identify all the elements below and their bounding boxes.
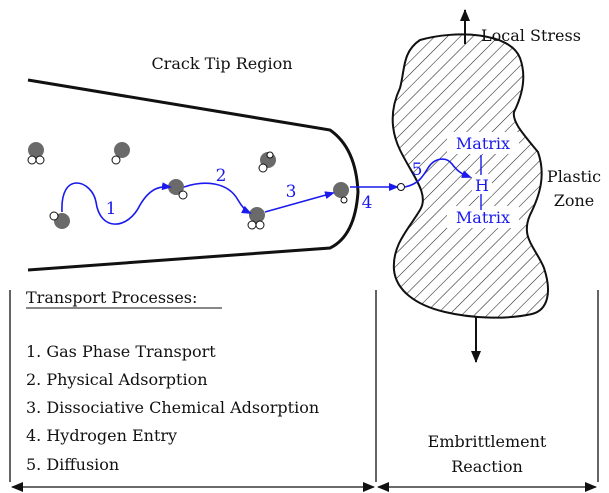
reaction-label-line2: Reaction — [451, 457, 523, 476]
process-item-1: 1. Gas Phase Transport — [26, 342, 216, 361]
plastic-label-line2: Zone — [554, 191, 595, 210]
molecule-dissociated — [247, 207, 265, 230]
matrix-bottom-label: Matrix — [456, 208, 510, 227]
step-number-1: 1 — [106, 199, 117, 219]
matrix-top-backdrop — [447, 132, 519, 154]
process-item-5: 5. Diffusion — [26, 455, 119, 474]
matrix-bottom-backdrop — [447, 206, 519, 228]
step-number-5: 5 — [412, 160, 423, 180]
step-number-4: 4 — [362, 193, 373, 213]
process-item-2: 2. Physical Adsorption — [26, 370, 208, 389]
molecule-tip — [333, 182, 349, 204]
hydrogen-backdrop — [472, 174, 492, 196]
path-gas-transport — [61, 182, 172, 225]
region-title: Crack Tip Region — [151, 54, 292, 73]
process-item-4: 4. Hydrogen Entry — [26, 426, 177, 445]
process-heading: Transport Processes: — [26, 288, 197, 307]
path-diffusion — [404, 158, 472, 188]
molecule-start — [49, 211, 70, 229]
molecule-adsorbed — [168, 179, 188, 200]
stress-label: Local Stress — [481, 26, 581, 45]
crack-outline — [27, 78, 360, 272]
path-dissociative-adsorption — [264, 191, 335, 213]
matrix-top-label: Matrix — [456, 134, 510, 153]
molecule-3 — [258, 151, 276, 173]
molecule-2 — [111, 142, 130, 165]
plastic-label-line1: Plastic — [547, 167, 601, 186]
step-number-3: 3 — [286, 182, 297, 202]
entry-atom — [397, 183, 405, 191]
process-item-3: 3. Dissociative Chemical Adsorption — [26, 398, 319, 417]
path-physical-adsorption — [183, 182, 252, 214]
molecule-1 — [27, 142, 45, 165]
step-number-2: 2 — [216, 166, 227, 186]
hydrogen-label: H — [475, 176, 489, 195]
reaction-label-line1: Embrittlement — [428, 432, 547, 451]
